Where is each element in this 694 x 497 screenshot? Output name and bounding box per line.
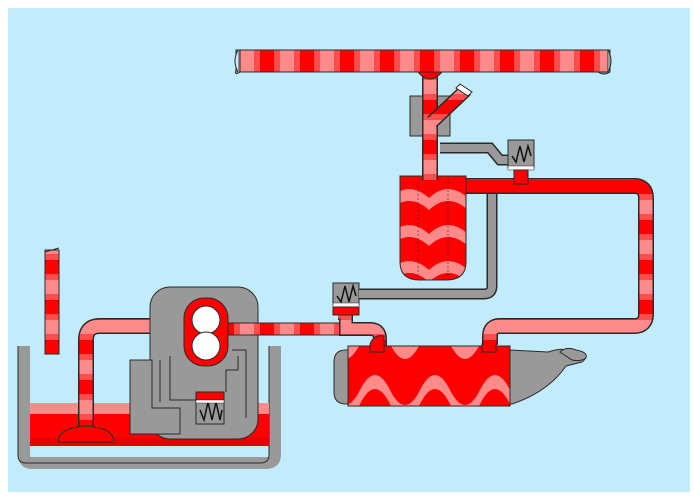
fill-pipe (45, 248, 59, 354)
upper-gear-icon (192, 306, 220, 334)
lower-gear-icon (192, 332, 220, 360)
oil-filter (400, 176, 466, 280)
pump-relief-valve (196, 392, 224, 424)
cooler-core (348, 346, 510, 406)
